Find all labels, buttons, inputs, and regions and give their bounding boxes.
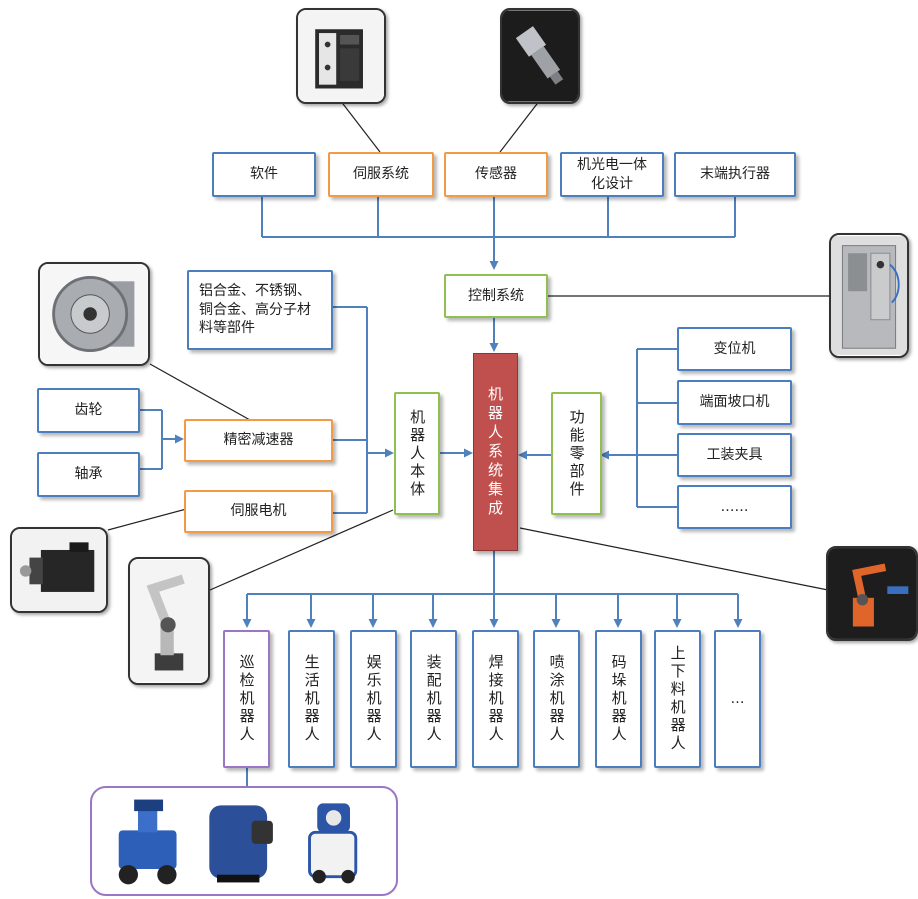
gear-box: 齿轮 [37,388,140,433]
app-entertainment-robot-label: 娱乐机器人 [364,654,383,744]
app-loading-robot: 上下料机器人 [654,630,701,768]
module-software: 软件 [212,152,316,197]
function-parts-box: 功能零部件 [551,392,602,515]
app-domestic-robot-label: 生活机器人 [302,654,321,744]
app-welding-robot: 焊接机器人 [472,630,519,768]
app-domestic-robot: 生活机器人 [288,630,335,768]
app-welding-robot-label: 焊接机器人 [486,654,505,744]
servo-drive-photo [296,8,386,104]
pressure-sensor-photo [500,8,580,104]
bearing-label: 轴承 [74,466,103,483]
welding-robot-photo [826,546,918,641]
app-inspection-robot-label: 巡检机器人 [237,654,256,744]
module-servo-system-label: 伺服系统 [353,166,409,183]
servo-motor-box: 伺服电机 [184,490,333,533]
function-item-positioner-label: 变位机 [713,340,756,357]
materials-box: 铝合金、不锈钢、铜合金、高分子材料等部件 [187,270,333,350]
function-item-more-label: …… [720,498,749,515]
function-item-beveling-machine: 端面坡口机 [677,380,792,425]
control-cabinet-photo [829,233,909,358]
module-mechatronics-design: 机光电一体化设计 [560,152,664,197]
robot-body-box: 机器人本体 [394,392,440,515]
precision-reducer-box: 精密减速器 [184,419,333,462]
app-painting-robot: 喷涂机器人 [533,630,580,768]
function-item-beveling-label: 端面坡口机 [699,394,770,411]
robot-body-label: 机器人本体 [408,408,427,499]
app-inspection-robot: 巡检机器人 [223,630,270,768]
servo-motor-photo [10,527,108,613]
function-item-positioner: 变位机 [677,327,792,371]
module-sensor: 传感器 [444,152,548,197]
app-loading-robot-label: 上下料机器人 [668,645,687,753]
function-item-fixture-label: 工装夹具 [706,446,763,463]
app-entertainment-robot: 娱乐机器人 [350,630,397,768]
control-system-box: 控制系统 [444,274,548,318]
precision-reducer-label: 精密减速器 [223,432,294,449]
function-parts-label: 功能零部件 [567,408,586,499]
core-label: 机器人系统集成 [486,385,504,519]
module-end-effector-label: 末端执行器 [700,166,770,183]
function-item-fixture: 工装夹具 [677,433,792,477]
inspection-robots-photo [118,799,358,885]
module-servo-system: 伺服系统 [328,152,434,197]
control-system-label: 控制系统 [468,287,524,304]
industrial-arm-photo [128,557,210,685]
app-palletizing-robot: 码垛机器人 [595,630,642,768]
gear-label: 齿轮 [74,402,103,419]
robot-system-integration-core: 机器人系统集成 [473,353,518,551]
module-mechatronics-label: 机光电一体化设计 [577,156,647,192]
function-item-more: …… [677,485,792,529]
bearing-box: 轴承 [37,452,140,497]
app-more: … [714,630,761,768]
module-end-effector: 末端执行器 [674,152,796,197]
servo-motor-label: 伺服电机 [230,503,287,520]
app-palletizing-robot-label: 码垛机器人 [609,654,628,744]
module-software-label: 软件 [250,166,278,183]
precision-reducer-photo [38,262,150,366]
materials-label: 铝合金、不锈钢、铜合金、高分子材料等部件 [199,282,311,337]
inspection-robots-group [90,786,398,896]
app-painting-robot-label: 喷涂机器人 [547,654,566,744]
app-assembly-robot-label: 装配机器人 [424,654,443,744]
app-more-label: … [730,690,745,707]
module-sensor-label: 传感器 [475,166,517,183]
app-assembly-robot: 装配机器人 [410,630,457,768]
